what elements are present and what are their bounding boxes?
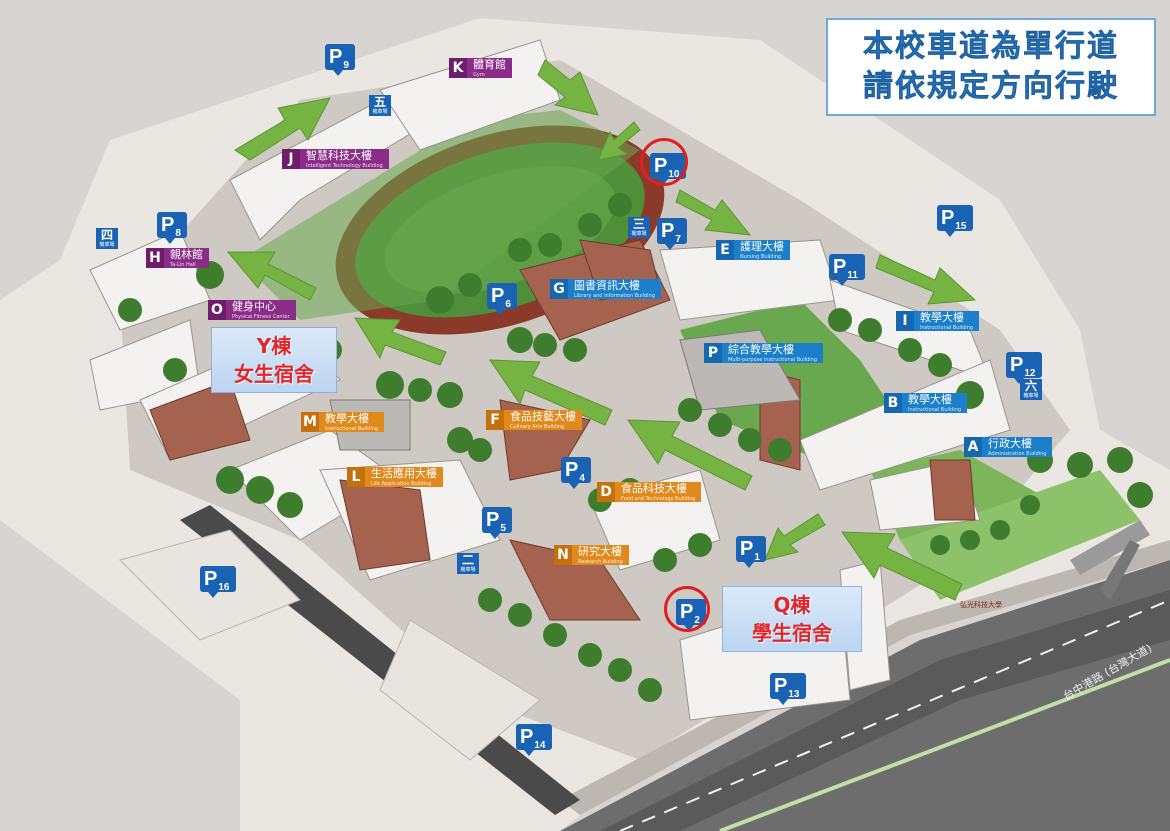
parking-p16[interactable]: P16 — [200, 566, 236, 598]
parking-p15[interactable]: P15 — [937, 205, 973, 237]
arrow-g — [489, 359, 613, 426]
parking-p7[interactable]: P7 — [657, 218, 687, 250]
dorm-q-line-1: Q棟 — [773, 593, 811, 617]
arrow-o — [354, 317, 447, 366]
parking-p12[interactable]: P12 — [1006, 352, 1042, 384]
arrow-p10 — [597, 121, 641, 161]
motorcycle-lot-2[interactable]: 二機車場 — [457, 553, 479, 574]
highlight-circle-p2 — [664, 586, 710, 632]
arrow-gate — [841, 531, 963, 601]
parking-p11[interactable]: P11 — [829, 254, 865, 286]
arrow-e — [675, 189, 752, 236]
road-strip — [600, 590, 1170, 831]
one-way-notice: 本校車道為單行道 請依規定方向行駛 — [826, 18, 1156, 116]
arrow-i — [875, 254, 977, 305]
footbridge — [1070, 520, 1150, 575]
dorm-y-line-2: 女生宿舍 — [234, 362, 314, 386]
dorm-q-label[interactable]: Q棟 學生宿舍 — [722, 586, 862, 652]
motorcycle-lot-6[interactable]: 六機車場 — [1020, 379, 1042, 400]
dorm-y-label[interactable]: Y棟 女生宿舍 — [211, 327, 337, 393]
parking-p9[interactable]: P9 — [325, 44, 355, 76]
parking-p6[interactable]: P6 — [487, 283, 517, 315]
parking-p8[interactable]: P8 — [157, 212, 187, 244]
notice-line-1: 本校車道為單行道 — [863, 29, 1119, 65]
traffic-arrows — [226, 59, 977, 601]
motorcycle-lot-5[interactable]: 五機車場 — [369, 95, 391, 116]
motorcycle-lot-3[interactable]: 三機車場 — [628, 217, 650, 238]
parking-p13[interactable]: P13 — [770, 673, 806, 705]
highlight-circle-p10 — [640, 138, 688, 186]
parking-p4[interactable]: P4 — [561, 457, 591, 489]
parking-p5[interactable]: P5 — [482, 507, 512, 539]
arrow-h — [226, 251, 317, 301]
school-sign: 弘光科技大學 — [960, 601, 1002, 609]
arrow-k — [537, 59, 599, 116]
parking-p14[interactable]: P14 — [516, 724, 552, 756]
arrow-p1 — [764, 513, 826, 561]
arrow-f — [627, 419, 753, 491]
arrow-j — [234, 97, 331, 161]
motorcycle-lot-4[interactable]: 四機車場 — [96, 228, 118, 249]
outer-road — [560, 560, 1170, 831]
parking-p1[interactable]: P1 — [736, 536, 766, 568]
dorm-y-line-1: Y棟 — [256, 334, 292, 358]
dorm-q-line-2: 學生宿舍 — [752, 621, 832, 645]
sidewalk — [560, 540, 1170, 815]
notice-line-2: 請依規定方向行駛 — [863, 69, 1119, 105]
